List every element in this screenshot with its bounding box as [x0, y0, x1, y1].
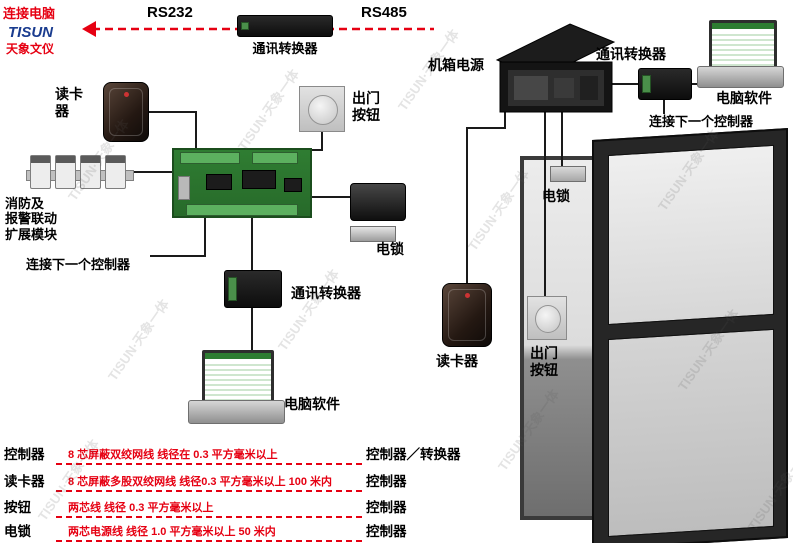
- right-reader-label: 读卡器: [436, 353, 478, 369]
- door-glass-top: [608, 144, 774, 326]
- button-cap: [534, 304, 562, 334]
- watermark: TISUN·天象一体: [235, 66, 302, 154]
- pcb-chip: [284, 178, 302, 192]
- fire-alarm-module: [105, 155, 126, 189]
- right-card-reader: [442, 283, 492, 347]
- left-reader-label: 读卡 器: [55, 86, 83, 119]
- software-content: [712, 31, 774, 71]
- logo-tisun: TISUN: [8, 24, 53, 41]
- left-communication-converter: [224, 270, 282, 308]
- fire-module-label: 消防及 报警联动 扩展模块: [5, 196, 58, 242]
- pcb-chip: [242, 170, 276, 189]
- right-exit-button-label: 出门 按钮: [530, 345, 558, 378]
- legend-dashed-line: [56, 540, 362, 542]
- reader-led-icon: [124, 92, 129, 97]
- terminal-block: [241, 22, 249, 30]
- pcb-terminal: [186, 204, 298, 216]
- door-leaf: [592, 128, 788, 543]
- watermark: TISUN·天象一体: [105, 296, 172, 384]
- left-card-reader: [103, 82, 149, 142]
- left-exit-button: [299, 86, 345, 132]
- arrowhead-left-icon: [82, 21, 96, 37]
- software-window: [205, 353, 271, 359]
- left-next-controller-label: 连接下一个控制器: [26, 257, 131, 272]
- door-glass-bottom: [608, 328, 774, 538]
- legend-right-label: 控制器: [366, 524, 407, 539]
- legend-right-label: 控制器: [366, 500, 407, 515]
- legend-left-label: 电锁: [4, 524, 31, 539]
- top-communication-converter: [237, 15, 333, 37]
- legend-right-label: 控制器: [366, 474, 407, 489]
- logo-company: 天象文仪: [6, 42, 55, 56]
- laptop-screen: [709, 20, 777, 74]
- controller-board: [172, 148, 312, 218]
- left-laptop: [188, 350, 285, 425]
- left-exit-button-label: 出门 按钮: [352, 90, 380, 123]
- left-converter-label: 通讯转换器: [291, 285, 361, 301]
- legend-cable-spec: 两芯电源线 线径 1.0 平方毫米以上 50 米内: [68, 526, 276, 538]
- legend-right-label: 控制器／转换器: [366, 447, 461, 462]
- right-converter-label: 通讯转换器: [596, 46, 666, 62]
- reader-bezel: [109, 88, 143, 136]
- top-converter-label: 通讯转换器: [252, 41, 318, 56]
- right-communication-converter: [638, 68, 692, 100]
- pcb-connector: [178, 176, 190, 200]
- legend-dashed-line: [56, 516, 362, 518]
- software-content: [205, 361, 271, 405]
- right-door-lock: [550, 166, 586, 182]
- fire-alarm-module: [55, 155, 76, 189]
- left-lock-label: 电锁: [376, 241, 404, 257]
- reader-bezel: [448, 289, 486, 341]
- right-lock-label: 电锁: [542, 188, 570, 204]
- legend-left-label: 读卡器: [4, 474, 45, 489]
- terminal-block: [642, 75, 651, 93]
- legend-left-label: 控制器: [4, 447, 45, 462]
- right-next-controller-label: 连接下一个控制器: [649, 114, 754, 129]
- pcb-terminal: [180, 152, 240, 164]
- laptop-base: [188, 400, 285, 424]
- left-lock-plate: [350, 226, 396, 242]
- legend-cable-spec: 两芯线 线径 0.3 平方毫米以上: [68, 502, 214, 514]
- legend-left-label: 按钮: [4, 500, 31, 515]
- watermark: TISUN·天象一体: [275, 266, 342, 354]
- power-box-label: 机箱电源: [428, 57, 484, 73]
- legend-cable-spec: 8 芯屏蔽双绞网线 线径在 0.3 平方毫米以上: [68, 449, 278, 461]
- left-software-label: 电脑软件: [284, 396, 340, 412]
- pcb-chip: [206, 174, 232, 190]
- left-electric-lock: [350, 183, 406, 221]
- right-laptop: [697, 20, 784, 88]
- legend-dashed-line: [56, 490, 362, 492]
- laptop-screen: [202, 350, 274, 408]
- rs232-label: RS232: [147, 4, 193, 21]
- connect-pc-label: 连接电脑: [3, 6, 56, 21]
- reader-led-icon: [465, 293, 470, 298]
- terminal-block: [228, 277, 237, 301]
- right-exit-button: [527, 296, 567, 340]
- legend-cable-spec: 8 芯屏蔽多股双绞网线 线径0.3 平方毫米以上 100 米内: [68, 476, 333, 488]
- fire-alarm-module: [80, 155, 101, 189]
- legend-dashed-line: [56, 463, 362, 465]
- power-box: [495, 23, 616, 113]
- fire-alarm-module: [30, 155, 51, 189]
- pcb-terminal: [252, 152, 298, 164]
- rs485-label: RS485: [361, 4, 407, 21]
- button-cap: [307, 94, 339, 126]
- software-window: [712, 23, 774, 29]
- right-software-label: 电脑软件: [716, 90, 772, 106]
- laptop-base: [697, 66, 784, 88]
